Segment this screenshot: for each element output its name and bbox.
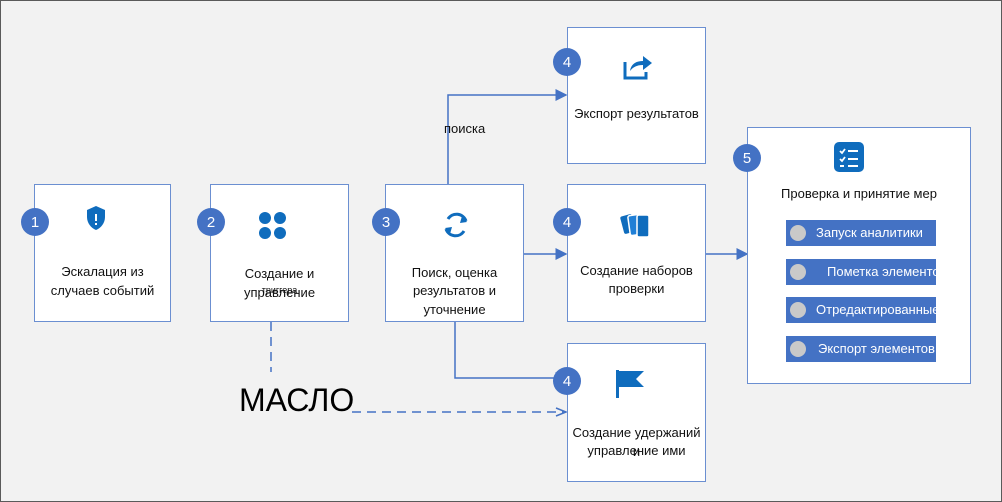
step-badge-4-review: 4 <box>553 208 581 236</box>
step-badge-3: 3 <box>372 208 400 236</box>
action-item-redacted: Отредактированные <box>786 297 940 323</box>
node-search-line2: результатов и уточнение <box>412 283 497 317</box>
step-badge-4-hold: 4 <box>553 367 581 395</box>
check-circle-icon <box>790 264 806 280</box>
action-item-export: Экспорт элементов <box>786 336 936 362</box>
node-export-line1: Экспорт результатов <box>574 106 699 121</box>
node-escalation-line1: Эскалация из <box>61 264 144 279</box>
node-review-sets-line1: Создание наборов <box>580 263 693 278</box>
node-review-act-title: Проверка и принятие мер <box>781 186 937 201</box>
node-review-sets: Создание наборов проверки <box>567 184 706 322</box>
node-search-line1: Поиск, оценка <box>411 265 498 280</box>
check-circle-icon <box>790 341 806 357</box>
check-circle-icon <box>790 225 806 241</box>
node-holds-line2: управление ими <box>587 443 686 458</box>
dashed-create-to-holds <box>270 322 566 413</box>
flag-icon <box>616 370 644 398</box>
node-export: Экспорт результатов <box>567 27 706 164</box>
action-item-label: Запуск аналитики <box>816 225 923 240</box>
shield-icon <box>87 206 105 230</box>
stack-icon <box>620 213 650 238</box>
check-circle-icon <box>790 302 806 318</box>
node-create-manage-line1: Создание и управление <box>243 266 316 300</box>
apps-grid-icon <box>259 212 286 239</box>
node-review-sets-line2: проверки <box>608 281 665 296</box>
search-annotation: поиска <box>444 121 486 136</box>
step-badge-2: 2 <box>197 208 225 236</box>
action-item-tag: Пометка элементо <box>786 259 940 285</box>
node-holds-line1: Создание удержаний и <box>572 425 701 459</box>
arrow-search-to-export <box>447 89 568 184</box>
oil-label: МАСЛО <box>239 382 355 418</box>
action-item-label: Отредактированные <box>816 302 940 317</box>
action-item-label: Экспорт элементов <box>818 341 935 356</box>
action-item-label: Пометка элементо <box>827 264 940 279</box>
node-create-manage: Создание и управление триггера <box>210 184 349 322</box>
share-icon <box>623 56 652 80</box>
node-holds: Создание удержаний и управление ими <box>567 343 706 482</box>
step-badge-1: 1 <box>21 208 49 236</box>
checklist-icon <box>834 142 864 172</box>
refresh-icon <box>444 212 468 238</box>
arrow-search-to-holds <box>454 322 568 384</box>
step-badge-4-export: 4 <box>553 48 581 76</box>
action-item-analytics: Запуск аналитики <box>786 220 936 246</box>
node-escalation-line2: случаев событий <box>50 283 155 298</box>
step-badge-5: 5 <box>733 144 761 172</box>
node-search: Поиск, оценка результатов и уточнение <box>385 184 524 322</box>
node-create-manage-line2: триггера <box>261 285 298 295</box>
node-review-act: Проверка и принятие мер Запуск аналитики… <box>747 127 971 384</box>
node-escalation: Эскалация из случаев событий <box>34 184 171 322</box>
